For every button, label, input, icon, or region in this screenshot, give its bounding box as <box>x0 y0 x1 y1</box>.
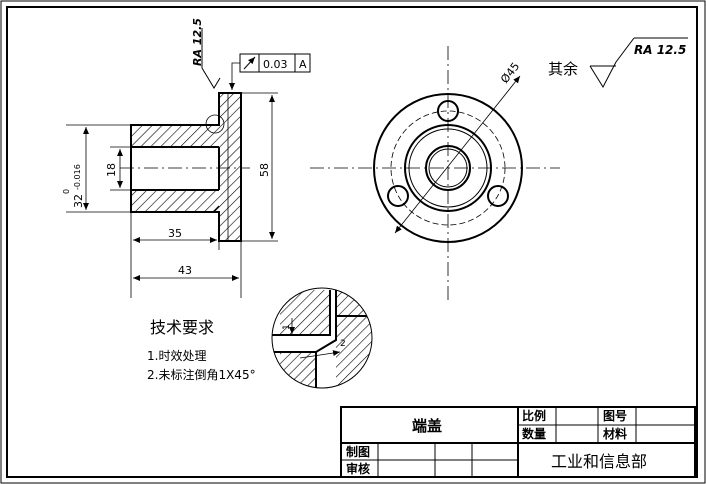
tolerance-datum: A <box>299 58 307 71</box>
checked-by-label: 审核 <box>346 461 370 476</box>
detail-view: 1 2 <box>271 287 373 389</box>
detail-dim-1: 1 <box>282 324 292 330</box>
drawn-by-label: 制图 <box>346 444 370 459</box>
scale-label: 比例 <box>522 408 546 423</box>
roughness-label-top: RA 12.5 <box>634 43 686 57</box>
tolerance-value: 0.03 <box>263 58 288 71</box>
section-view <box>120 92 250 242</box>
drawing-no-label: 图号 <box>603 408 627 423</box>
dim-diameter-32: 32 <box>72 194 85 208</box>
dim-tol-upper: 0 <box>62 189 71 194</box>
tech-req-item-2: 2.未标注倒角1X45° <box>147 367 256 382</box>
technical-requirements: 技术要求 1.时效处理 2.未标注倒角1X45° <box>147 318 256 382</box>
quantity-label: 数量 <box>522 426 546 441</box>
dim-diameter-58: 58 <box>258 163 271 177</box>
dim-tol-lower: -0.016 <box>73 164 82 190</box>
other-surfaces-label: 其余 <box>548 60 578 78</box>
runout-arrow-icon <box>243 56 256 70</box>
section-dimensions: 32 0 -0.016 18 58 35 43 <box>62 92 278 298</box>
side-view: Ø45 <box>310 46 560 300</box>
default-surface-finish: 其余 RA 12.5 <box>548 37 688 89</box>
part-name: 端盖 <box>412 417 442 435</box>
material-label: 材料 <box>602 426 627 441</box>
detail-dim-2: 2 <box>340 339 346 349</box>
dim-length-35: 35 <box>168 227 182 240</box>
tech-req-title: 技术要求 <box>150 318 214 337</box>
dim-length-43: 43 <box>178 264 192 277</box>
roughness-label-side: RA 12.5 <box>191 18 204 66</box>
dim-pitch-circle: Ø45 <box>498 60 522 86</box>
title-block: 端盖 比例 数量 图号 材料 制图 审核 工业和信息部 <box>340 406 696 478</box>
surface-finish-symbol: RA 12.5 <box>191 18 221 89</box>
organization: 工业和信息部 <box>551 452 647 471</box>
tech-req-item-1: 1.时效处理 <box>147 348 206 363</box>
geometric-tolerance-frame: 0.03 A <box>229 53 311 90</box>
dim-diameter-18: 18 <box>105 163 118 177</box>
